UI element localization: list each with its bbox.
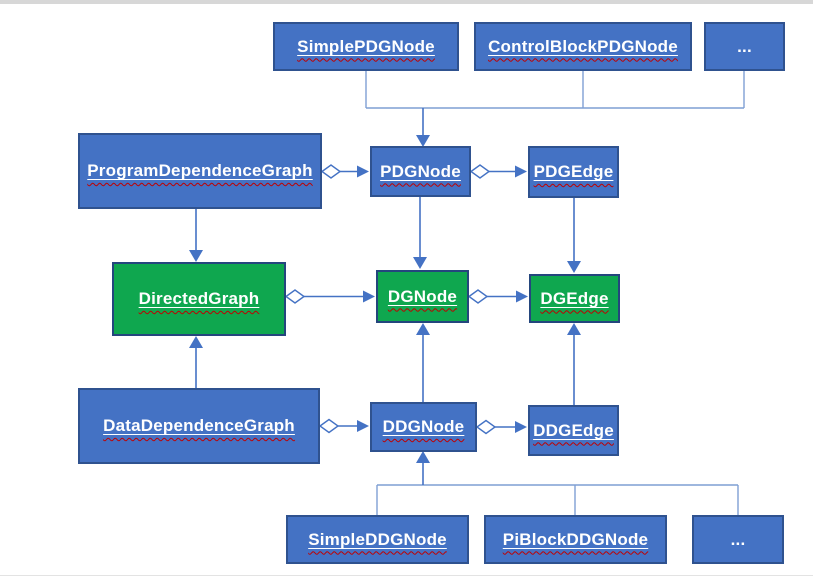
top-border-bar <box>0 0 813 4</box>
node-directed-graph: DirectedGraph <box>112 262 286 336</box>
aggregation-diamond-icon <box>320 164 342 179</box>
node-label: ControlBlockPDGNode <box>488 36 678 56</box>
arrowhead-right-icon <box>357 420 369 432</box>
node-pdg-edge: PDGEdge <box>528 146 619 198</box>
arrowhead-down-icon <box>567 261 581 273</box>
node-label: DGEdge <box>540 288 609 308</box>
edge-ddgnode-to-dgnode <box>416 323 430 402</box>
arrowhead-up-icon <box>416 451 430 463</box>
node-label: PDGNode <box>380 161 461 181</box>
arrowhead-right-icon <box>516 290 528 303</box>
node-label: PDGEdge <box>533 162 614 181</box>
node-control-block-pdg-node: ControlBlockPDGNode <box>474 22 692 71</box>
edge-ddgedge-to-dgedge <box>567 323 581 405</box>
node-label: ProgramDependenceGraph <box>87 161 313 180</box>
edge-tree-bottom <box>376 451 739 515</box>
arrowhead-up-icon <box>416 323 430 335</box>
edge-pdgnode-aggregates-pdgedge <box>469 164 527 179</box>
node-label: DDGEdge <box>533 420 614 440</box>
node-label: DGNode <box>387 286 458 306</box>
edge-pdgnode-to-dgnode <box>413 197 427 269</box>
edge-tree-top <box>365 71 745 147</box>
node-label: DDGNode <box>382 417 465 436</box>
edge-pdg-to-directedgraph <box>189 209 203 262</box>
node-label: ... <box>737 36 752 56</box>
aggregation-diamond-icon <box>284 289 306 304</box>
node-label: DirectedGraph <box>138 289 260 308</box>
node-program-dependence-graph: ProgramDependenceGraph <box>78 133 322 209</box>
arrowhead-down-icon <box>413 257 427 269</box>
node-simple-ddg-node: SimpleDDGNode <box>286 515 469 564</box>
edge-dgnode-aggregates-dgedge <box>467 289 528 304</box>
aggregation-diamond-icon <box>318 418 340 434</box>
bottom-border-line <box>0 575 813 576</box>
node-label: ... <box>730 529 746 549</box>
node-label: SimplePDGNode <box>297 36 435 56</box>
arrowhead-right-icon <box>357 165 369 178</box>
node-pdg-node: PDGNode <box>370 146 471 197</box>
node-data-dependence-graph: DataDependenceGraph <box>78 388 320 464</box>
arrowhead-up-icon <box>189 336 203 348</box>
node-ddg-node: DDGNode <box>370 402 477 452</box>
arrowhead-right-icon <box>363 290 375 303</box>
arrowhead-right-icon <box>515 165 527 178</box>
edge-pdgedge-to-dgedge <box>567 198 581 273</box>
aggregation-diamond-icon <box>467 289 489 304</box>
arrowhead-down-icon <box>416 135 430 147</box>
edge-ddgnode-aggregates-ddgedge <box>475 419 527 435</box>
edge-ddg-aggregates-ddgnode <box>318 418 369 434</box>
node-label: PiBlockDDGNode <box>502 529 649 549</box>
node-ddg-ellipsis: ... <box>692 515 784 564</box>
arrowhead-right-icon <box>515 421 527 433</box>
node-ddg-edge: DDGEdge <box>528 405 619 456</box>
node-dg-edge: DGEdge <box>529 274 620 323</box>
aggregation-diamond-icon <box>475 419 497 435</box>
node-pi-block-ddg-node: PiBlockDDGNode <box>484 515 667 564</box>
edge-pdg-aggregates-pdgnode <box>320 164 369 179</box>
edge-line <box>376 484 739 515</box>
node-dg-node: DGNode <box>376 270 469 323</box>
node-pdg-ellipsis: ... <box>704 22 785 71</box>
edge-line <box>365 71 745 109</box>
node-simple-pdg-node: SimplePDGNode <box>273 22 459 71</box>
edge-ddg-to-directedgraph <box>189 336 203 388</box>
arrowhead-up-icon <box>567 323 581 335</box>
arrowhead-down-icon <box>189 250 203 262</box>
aggregation-diamond-icon <box>469 164 491 179</box>
edge-directedgraph-aggregates-dgnode <box>284 289 375 304</box>
node-label: DataDependenceGraph <box>103 416 295 435</box>
node-label: SimpleDDGNode <box>308 529 447 549</box>
